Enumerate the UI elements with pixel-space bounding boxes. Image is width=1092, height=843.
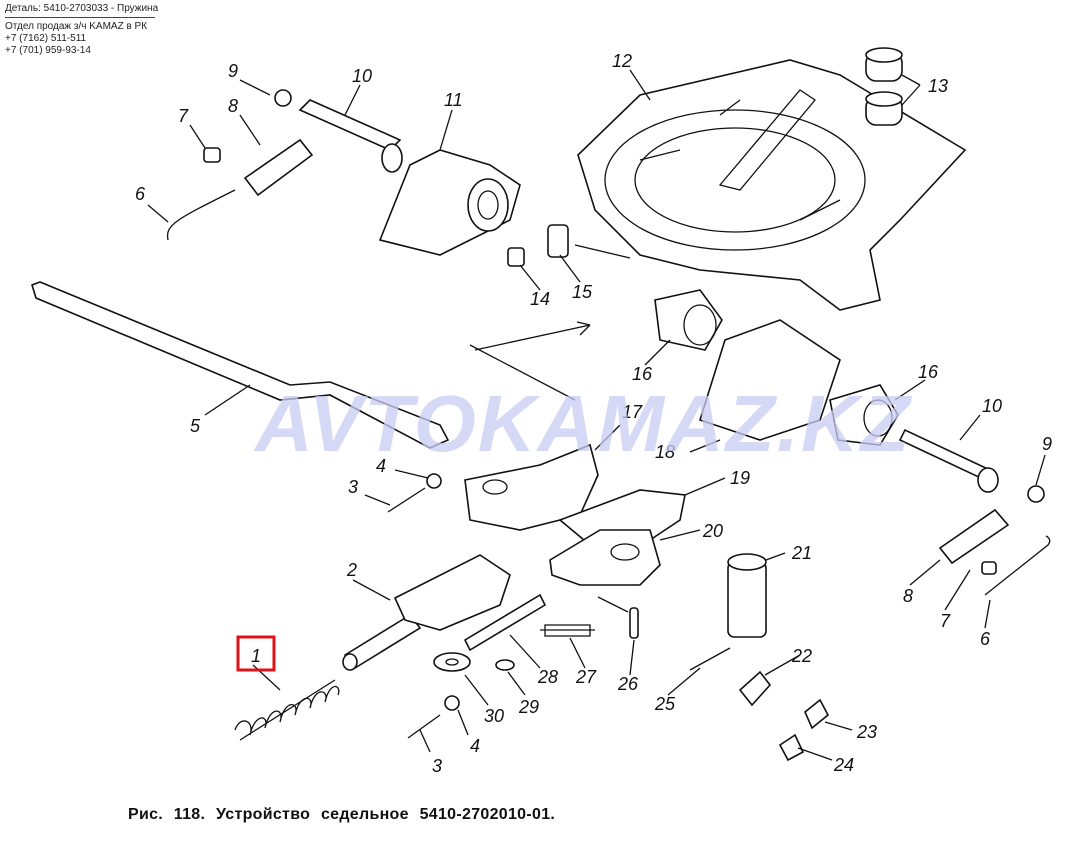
label-25: 25: [654, 694, 676, 714]
part-12-plate[interactable]: [577, 59, 967, 311]
header-info: Деталь: 5410-2703033 - Пружина Отдел про…: [5, 3, 158, 57]
part-7-bolt-top[interactable]: [203, 147, 221, 163]
label-7-top: 7: [178, 106, 189, 126]
label-16-top: 16: [632, 364, 653, 384]
part-2-rod[interactable]: [342, 554, 511, 671]
label-14: 14: [530, 289, 550, 309]
part-30-washer[interactable]: [433, 652, 471, 672]
label-4-bottom: 4: [470, 736, 480, 756]
label-10-right: 10: [982, 396, 1002, 416]
detail-line: Деталь: 5410-2703033 - Пружина: [5, 3, 159, 14]
label-22: 22: [791, 646, 812, 666]
label-9-right: 9: [1042, 434, 1052, 454]
label-11: 11: [444, 90, 463, 110]
part-14-bolt[interactable]: [507, 247, 525, 267]
label-20: 20: [702, 521, 723, 541]
label-7-right: 7: [940, 611, 951, 631]
label-5: 5: [190, 416, 201, 436]
arrow-forward: [469, 321, 591, 401]
part-28-plate[interactable]: [463, 593, 547, 652]
label-17: 17: [622, 402, 643, 422]
part-6-wire-right[interactable]: [984, 535, 1051, 596]
part-4-nut-bottom[interactable]: [444, 695, 460, 711]
part-16-block-top[interactable]: [654, 289, 723, 351]
figure-caption: Рис. 118. Устройство седельное 5410-2702…: [128, 806, 556, 823]
part-23-fitting[interactable]: [804, 698, 830, 730]
label-21: 21: [791, 543, 812, 563]
part-13-bushings[interactable]: [865, 47, 903, 126]
part-17-jaw[interactable]: [464, 443, 599, 531]
arrow-12-15: [574, 244, 631, 259]
part-21-pin[interactable]: [727, 553, 767, 638]
label-8-top: 8: [228, 96, 238, 116]
highlight-box: [236, 635, 276, 672]
label-12: 12: [612, 51, 632, 71]
label-26: 26: [617, 674, 639, 694]
label-10-top: 10: [352, 66, 372, 86]
part-16-block-right[interactable]: [829, 384, 899, 446]
label-16-right: 16: [918, 362, 939, 382]
part-27-spring[interactable]: [540, 624, 595, 637]
dept-line: Отдел продаж з/ч KAMAZ в РК: [5, 21, 148, 32]
part-8-plate-right[interactable]: [938, 508, 1010, 565]
phone-2: +7 (701) 959-93-14: [5, 45, 91, 56]
label-6-top: 6: [135, 184, 146, 204]
arrow-20-26: [597, 596, 629, 613]
part-10-pin-right[interactable]: [898, 428, 999, 493]
part-18-bracket[interactable]: [699, 319, 841, 441]
part-20-jaw[interactable]: [549, 529, 661, 586]
label-1: 1: [251, 646, 261, 666]
part-25-pin[interactable]: [689, 647, 731, 671]
label-28: 28: [537, 667, 558, 687]
part-6-wire-top[interactable]: [166, 189, 236, 241]
label-18: 18: [655, 442, 675, 462]
leader-lines: [147, 69, 1046, 761]
label-6-right: 6: [980, 629, 991, 649]
label-8-right: 8: [903, 586, 913, 606]
label-3-top: 3: [348, 477, 358, 497]
part-22-fitting[interactable]: [738, 670, 772, 707]
part-29-washer[interactable]: [495, 659, 515, 671]
label-23: 23: [856, 722, 877, 742]
part-3-pin-top[interactable]: [387, 487, 426, 513]
part-26-pin[interactable]: [629, 607, 639, 639]
part-15-block[interactable]: [547, 224, 569, 258]
label-19: 19: [730, 468, 750, 488]
part-4-nut-top[interactable]: [426, 473, 442, 489]
label-4-top: 4: [376, 456, 386, 476]
label-2: 2: [346, 560, 357, 580]
part-7-bolt-right[interactable]: [981, 561, 997, 575]
part-8-plate-top[interactable]: [243, 138, 314, 197]
label-3-bottom: 3: [432, 756, 442, 776]
label-9-top: 9: [228, 61, 238, 81]
part-9-nut-right[interactable]: [1027, 485, 1045, 503]
header-divider: [5, 17, 155, 18]
part-24-fitting[interactable]: [778, 733, 805, 762]
label-30: 30: [484, 706, 504, 726]
label-15: 15: [572, 282, 593, 302]
part-3-pin-bottom[interactable]: [407, 714, 441, 739]
part-1-spring[interactable]: [234, 679, 340, 741]
label-13: 13: [928, 76, 948, 96]
part-5-lever[interactable]: [31, 281, 450, 449]
label-24: 24: [833, 755, 854, 775]
part-labels: 1 2 3 3 4 4 5 6 6 7 7 8 8 9 9 10 10 11 1…: [135, 51, 1052, 776]
phone-1: +7 (7162) 511-511: [5, 33, 87, 44]
part-11-bracket[interactable]: [378, 149, 521, 256]
label-27: 27: [575, 667, 597, 687]
part-9-nut-top[interactable]: [274, 89, 292, 107]
label-29: 29: [518, 697, 539, 717]
part-10-pin-top[interactable]: [298, 99, 403, 173]
